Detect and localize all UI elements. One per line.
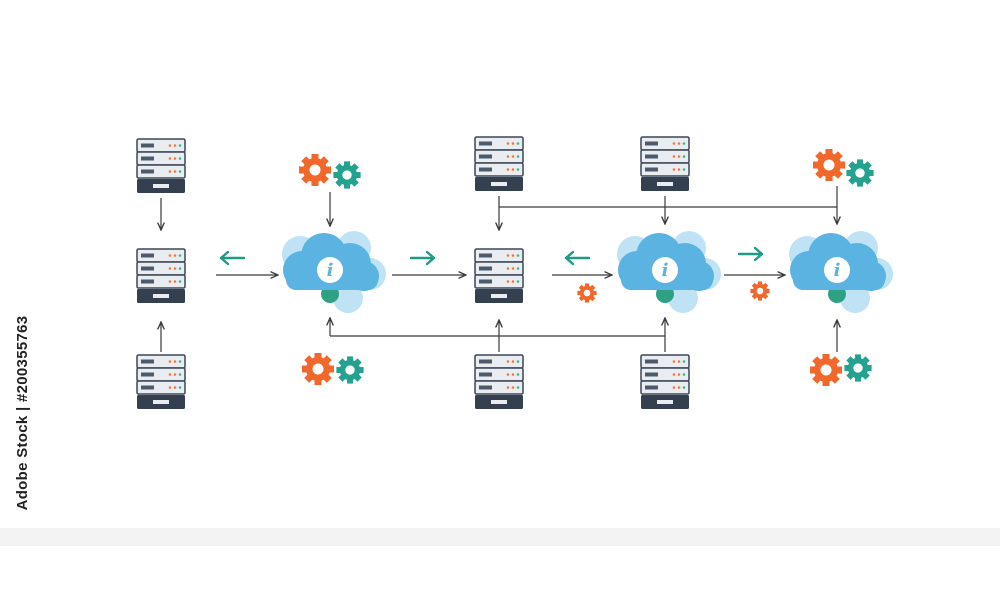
direction-arrows [219,246,764,266]
server-rack-icon [474,136,524,192]
gear-icon [844,354,872,382]
bottom-band [0,528,1000,546]
server-rack-icon [136,248,186,304]
arrow-right-icon [409,250,436,266]
arrow-left-icon [564,250,591,266]
arrow-right-icon [737,246,764,262]
server-rack-icon [136,354,186,410]
server-rack-icon [640,136,690,192]
info-cloud-icon [282,231,386,313]
gear-icon [333,161,361,189]
gear-icon [846,159,874,187]
stock-caption: Adobe Stock | #200355763 [14,315,31,511]
network-diagram: i [136,136,893,410]
gear-icon [302,353,334,385]
gear-icon [577,283,597,303]
server-rack-icon [640,354,690,410]
gear-icon [810,354,842,386]
info-cloud-icon [789,231,893,313]
arrow-left-icon [219,250,246,266]
connector-lines [161,186,837,352]
info-cloud-icon [617,231,721,313]
gear-icon [299,154,331,186]
server-rack-icon [136,138,186,194]
server-rack-icon [474,248,524,304]
gear-icon [750,281,770,301]
gear-icon [813,149,845,181]
gear-icon [336,356,364,384]
server-rack-icon [474,354,524,410]
